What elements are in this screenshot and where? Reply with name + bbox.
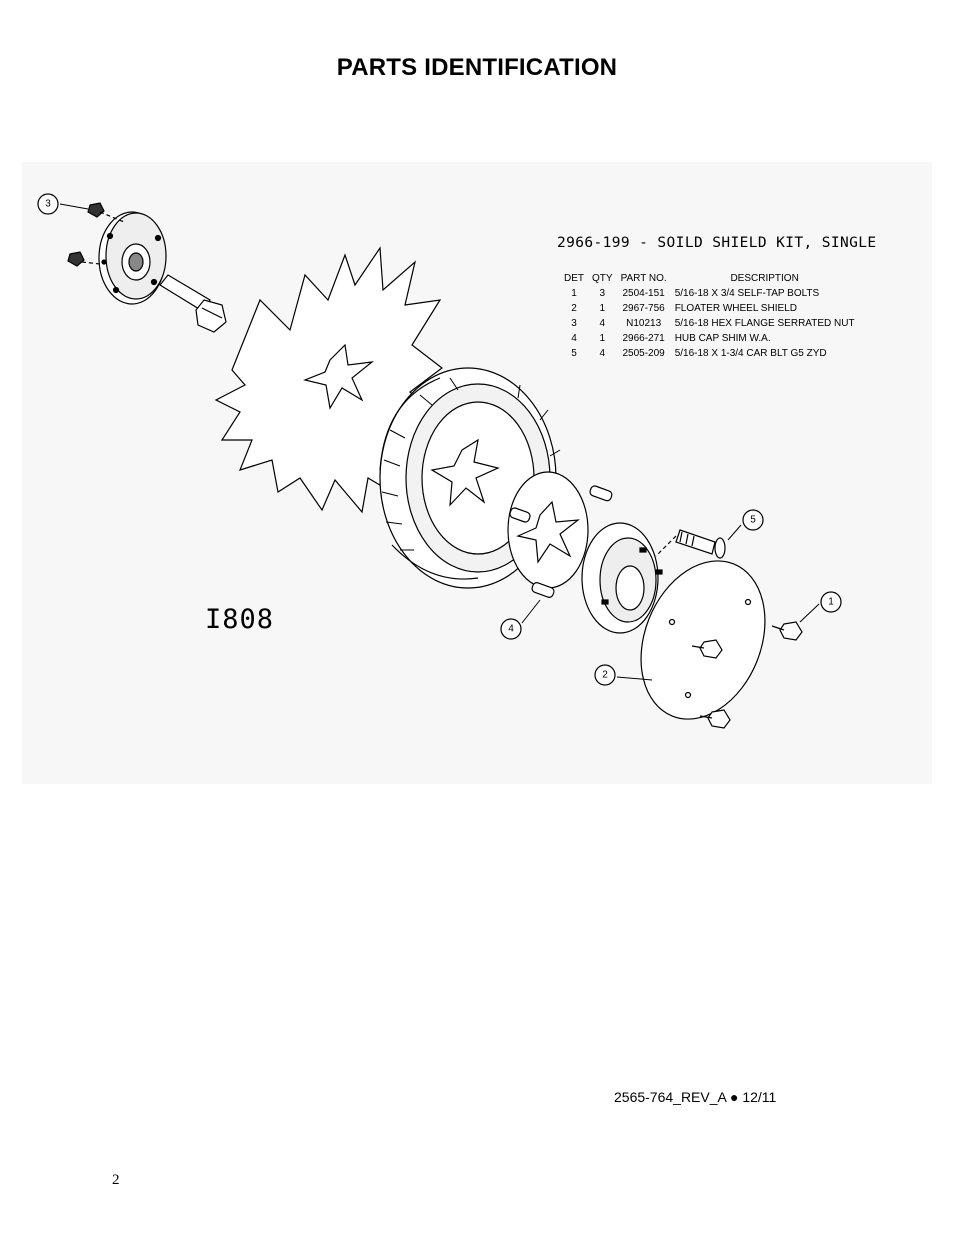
hub-cap-part xyxy=(581,522,663,634)
table-row: 3 4 N10213 5/16-18 HEX FLANGE SERRATED N… xyxy=(560,316,859,331)
self-tap-bolt-part xyxy=(691,621,803,729)
table-row: 5 4 2505-209 5/16-18 X 1-3/4 CAR BLT G5 … xyxy=(560,346,859,361)
page-number: 2 xyxy=(112,1172,120,1188)
parts-table: DET QTY PART NO. DESCRIPTION 1 3 2504-15… xyxy=(560,271,859,361)
kit-title: 2966-199 - SOILD SHIELD KIT, SINGLE xyxy=(557,235,877,251)
part-no-cell: 2967-756 xyxy=(622,303,665,314)
column-header: DET xyxy=(564,273,584,284)
part-no-cell: N10213 xyxy=(626,318,662,329)
qty-cell: 4 xyxy=(599,348,606,359)
column-header: DESCRIPTION xyxy=(730,273,799,284)
hub-cap-shim-part xyxy=(507,471,613,598)
part-no-cell: 2966-271 xyxy=(622,333,665,344)
description-cell: 5/16-18 HEX FLANGE SERRATED NUT xyxy=(674,318,855,329)
description-cell: 5/16-18 X 1-3/4 CAR BLT G5 ZYD xyxy=(674,348,827,359)
callout-label: 5 xyxy=(750,515,756,526)
parts-table-header: DET QTY PART NO. DESCRIPTION xyxy=(560,271,859,286)
table-row: 4 1 2966-271 HUB CAP SHIM W.A. xyxy=(560,331,859,346)
part-no-cell: 2505-209 xyxy=(622,348,665,359)
table-row: 1 3 2504-151 5/16-18 X 3/4 SELF-TAP BOLT… xyxy=(560,286,859,301)
column-header: QTY xyxy=(592,273,613,284)
det-cell: 5 xyxy=(571,348,577,359)
description-cell: FLOATER WHEEL SHIELD xyxy=(674,303,797,314)
drawing-id: I808 xyxy=(205,604,275,635)
qty-cell: 1 xyxy=(599,333,606,344)
det-cell: 4 xyxy=(571,333,577,344)
table-row: 2 1 2967-756 FLOATER WHEEL SHIELD xyxy=(560,301,859,316)
hub-flange-part xyxy=(98,211,167,305)
carriage-bolt-part xyxy=(655,529,726,559)
callout-label: 4 xyxy=(508,624,514,635)
det-cell: 3 xyxy=(571,318,577,329)
description-cell: HUB CAP SHIM W.A. xyxy=(674,333,771,344)
axle-bolt-part xyxy=(159,274,227,333)
description-cell: 5/16-18 X 3/4 SELF-TAP BOLTS xyxy=(674,288,820,299)
qty-cell: 1 xyxy=(599,303,606,314)
page-title: PARTS IDENTIFICATION xyxy=(336,54,618,81)
qty-cell: 4 xyxy=(599,318,606,329)
part-no-cell: 2504-151 xyxy=(622,288,665,299)
det-cell: 2 xyxy=(571,303,577,314)
callout-label: 1 xyxy=(828,597,834,608)
det-cell: 1 xyxy=(571,288,577,299)
flange-nut-part xyxy=(67,202,125,267)
column-header: PART NO. xyxy=(620,273,667,284)
callout-label: 3 xyxy=(45,199,51,210)
callout-label: 2 xyxy=(602,670,608,681)
qty-cell: 3 xyxy=(599,288,606,299)
document-reference: 2565-764_REV_A ● 12/11 xyxy=(614,1089,777,1105)
wheel-shield-part xyxy=(640,560,766,720)
